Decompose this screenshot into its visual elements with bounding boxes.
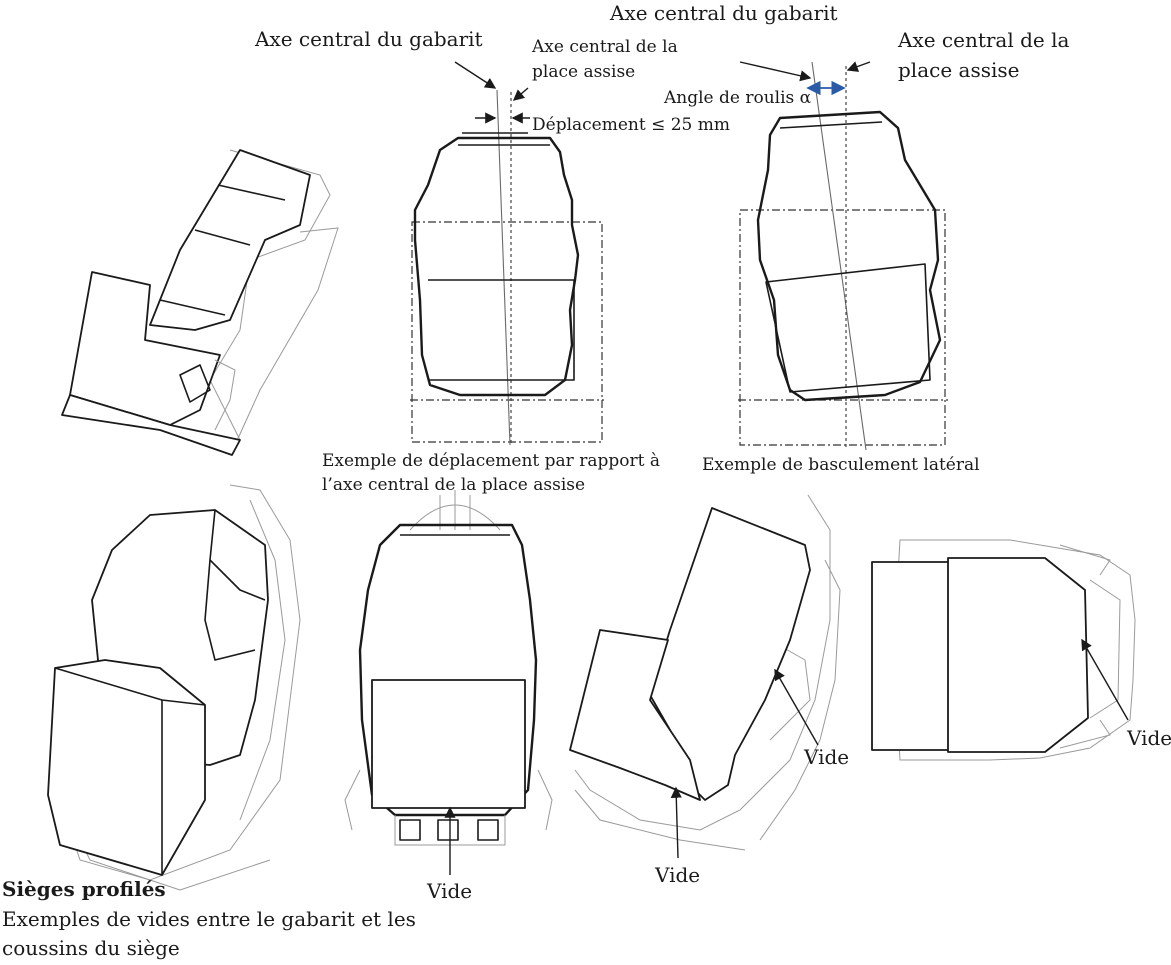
fixture-centerline-right [811,61,867,451]
label-fixture-centerline-right: Axe central du gabarit [610,1,838,25]
label-gap-top: Vide [1127,726,1171,750]
label-gap-side-back: Vide [804,745,850,769]
label-seat-centerline-right-1: Axe central de la [898,28,1070,52]
label-roll-angle: Angle de roulis α [664,88,812,108]
isometric-seat-fixture [61,149,339,456]
contoured-seat-side [569,494,841,859]
contoured-seat-front [344,490,553,875]
label-displacement-limit: Déplacement ≤ 25 mm [532,115,731,135]
section-subtitle-2: coussins du siège [2,936,180,960]
label-fixture-centerline-left: Axe central du gabarit [255,27,483,51]
fixture-centerline-left [496,89,511,446]
label-gap-front: Vide [427,879,473,903]
contoured-seat-top [871,539,1136,761]
section-title: Sièges profilés [2,877,166,901]
label-seat-centerline-left-1: Axe central de la [532,37,678,57]
front-view-roll [738,61,948,451]
contoured-seat-iso [47,484,301,891]
caption-displacement-1: Exemple de déplacement par rapport à [322,451,660,471]
front-view-displacement [410,61,604,446]
label-seat-centerline-left-2: place assise [532,62,636,82]
label-seat-centerline-right-2: place assise [898,58,1020,82]
label-gap-side-bottom: Vide [655,863,701,887]
caption-displacement-2: l’axe central de la place assise [322,475,586,495]
section-subtitle-1: Exemples de vides entre le gabarit et le… [2,907,416,931]
caption-lateral-tilt: Exemple de basculement latéral [702,455,980,475]
